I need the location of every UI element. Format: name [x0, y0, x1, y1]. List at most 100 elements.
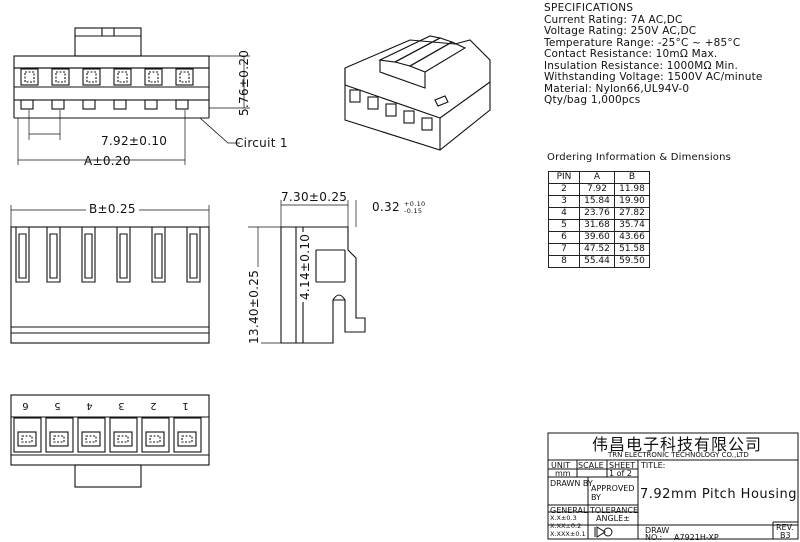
pin-label: 2: [150, 400, 157, 411]
table-cell: 8: [548, 255, 580, 268]
spec-line: Withstanding Voltage: 1500V AC/minute: [544, 71, 763, 83]
specifications-heading: SPECIFICATIONS: [544, 2, 634, 14]
table-cell: 3: [548, 195, 580, 208]
specifications-block: SPECIFICATIONS Current Rating: 7A AC,DC …: [544, 2, 763, 107]
a-dimension: A±0.20: [84, 154, 131, 168]
table-cell: 43.66: [614, 231, 650, 244]
sheet-label: SHEET: [609, 461, 636, 470]
table-header-row: PIN A B: [548, 171, 650, 184]
drawing-number: A7921H-XP: [674, 533, 719, 542]
table-cell: 59.50: [614, 255, 650, 268]
table-cell: 7: [548, 243, 580, 256]
pin-label: 1: [182, 400, 189, 411]
bottom-view: [10, 394, 210, 488]
top-view-body: [13, 67, 210, 101]
table-cell: 31.68: [579, 219, 615, 232]
company-name-en: TRN ELECTRONIC TECHNOLOGY CO.,LTD: [608, 451, 749, 459]
title-block-grid: [547, 432, 799, 540]
top-view: [13, 27, 250, 165]
pin-label: 3: [118, 400, 125, 411]
table-cell: 6: [548, 231, 580, 244]
spec-line: Contact Resistance: 10mΩ Max.: [544, 48, 718, 60]
rev-value: B3: [780, 531, 791, 540]
draw-label: DRAW: [645, 526, 670, 535]
pin-label: 4: [86, 400, 93, 411]
circuit-label: Circuit 1: [235, 136, 288, 150]
top-view-latch: [74, 27, 142, 57]
spec-line: Qty/bag 1,000pcs: [544, 94, 641, 106]
spec-line: Voltage Rating: 250V AC,DC: [544, 25, 697, 37]
tolerance-line: X.XXX±0.1: [550, 530, 586, 538]
unit-label: UNIT: [551, 461, 571, 470]
title-label: TITLE:: [641, 461, 666, 470]
thickness-tol-upper: +0.10: [404, 200, 426, 208]
table-cell: 23.76: [579, 207, 615, 220]
no-label: NO.:: [645, 533, 663, 542]
spec-line: Temperature Range: -25°C ~ +85°C: [544, 36, 741, 49]
inner-height-dimension: 4.14±0.10: [298, 231, 312, 302]
table-header: A: [579, 171, 615, 184]
isometric-view: [344, 35, 491, 151]
pitch-dimension: 7.92±0.10: [101, 134, 168, 148]
tolerance-line: X.X±0.3: [550, 514, 577, 522]
ordering-title: Ordering Information & Dimensions: [547, 152, 732, 163]
table-cell: 4: [548, 207, 580, 220]
bottom-view-cavities: [13, 417, 202, 453]
table-header: PIN: [548, 171, 580, 184]
table-cell: 19.90: [614, 195, 650, 208]
spec-line: Current Rating: 7A AC,DC: [544, 13, 683, 26]
spec-line: Insulation Resistance: 1000MΩ Min.: [544, 59, 739, 72]
table-cell: 47.52: [579, 243, 615, 256]
table-cell: 15.84: [579, 195, 615, 208]
tolerance-line: X.XX±0.2: [550, 522, 582, 530]
thickness-tol-lower: -0.15: [404, 206, 423, 215]
angle-label: ANGLE±: [596, 514, 630, 523]
table-cell: 27.82: [614, 207, 650, 220]
height-top-dimension: 5.76±0.20: [237, 49, 251, 116]
height-dimension: 13.40±0.25: [247, 266, 261, 347]
front-view: [10, 205, 210, 344]
rev-label: REV.: [776, 523, 794, 532]
general-label: GENERAL: [550, 506, 588, 515]
thickness-tolerance: +0.10 -0.15: [404, 201, 425, 214]
b-dimension: B±0.25: [86, 202, 139, 216]
scale-label: SCALE: [578, 461, 604, 470]
pin-label: 5: [54, 400, 61, 411]
table-cell: 35.74: [614, 219, 650, 232]
thickness-dimension: 0.32 +0.10 -0.15: [372, 200, 425, 214]
thickness-value: 0.32: [372, 200, 400, 214]
table-cell: 39.60: [579, 231, 615, 244]
drawing-title: 7.92mm Pitch Housing: [640, 487, 798, 502]
table-header: B: [614, 171, 650, 184]
top-view-cavities: [20, 68, 194, 110]
spec-line: Material: Nylon66,UL94V-0: [544, 82, 690, 95]
table-cell: 51.58: [614, 243, 650, 256]
pin-label: 6: [22, 400, 29, 411]
unit-value: mm: [555, 469, 571, 478]
table-cell: 7.92: [579, 183, 615, 196]
company-name-cn: 伟昌电子科技有限公司: [592, 435, 763, 454]
depth-dimension: 7.30±0.25: [281, 190, 348, 204]
front-view-body: [10, 226, 210, 344]
approved-by-label: APPROVED BY: [591, 484, 635, 502]
tolerance-label: TOLERANCE: [590, 506, 639, 515]
table-cell: 2: [548, 183, 580, 196]
table-cell: 11.98: [614, 183, 650, 196]
tolerance-values: X.X±0.3 X.XX±0.2 X.XXX±0.1: [550, 514, 586, 538]
drawn-by-label: DRAWN BY: [550, 479, 593, 488]
table-cell: 55.44: [579, 255, 615, 268]
sheet-value: 1 of 2: [609, 469, 632, 478]
top-view-rim: [13, 55, 210, 69]
table-cell: 5: [548, 219, 580, 232]
front-view-slots: [15, 227, 201, 283]
